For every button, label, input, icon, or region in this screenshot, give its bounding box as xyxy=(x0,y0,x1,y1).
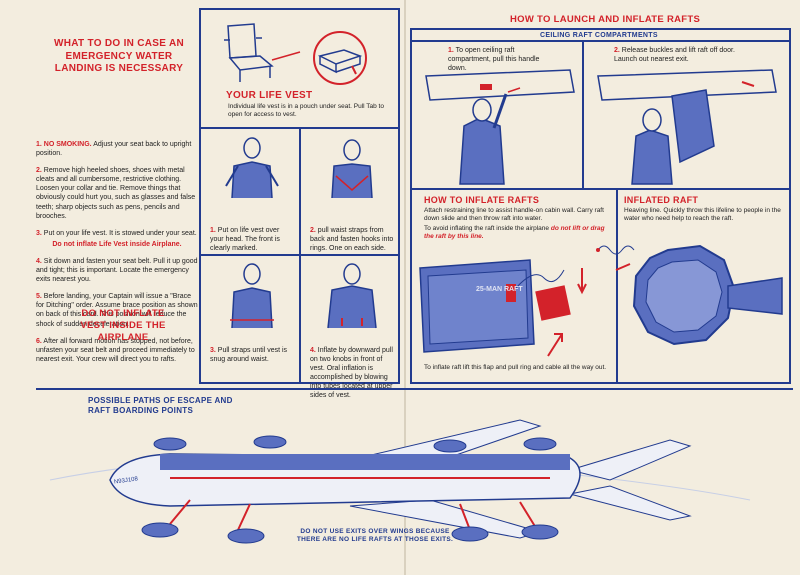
rafts-title: HOW TO LAUNCH AND INFLATE RAFTS xyxy=(510,14,701,25)
vest-figure-1 xyxy=(225,137,279,199)
center-fold xyxy=(404,0,406,575)
inflate-rafts-bottom: To inflate raft lift this flap and pull … xyxy=(424,364,607,371)
step-1: 1. NO SMOKING. Adjust your seat back to … xyxy=(36,141,192,158)
pointer-arrow-icon xyxy=(271,51,301,61)
inflate-rafts-avoid: To avoid inflating the raft inside the a… xyxy=(424,225,605,241)
left-heading: WHAT TO DO IN CASE AN EMERGENCY WATER LA… xyxy=(53,38,184,74)
inflate-rafts-title: HOW TO INFLATE RAFTS xyxy=(424,195,540,205)
step-4: 4. Sit down and fasten your seat belt. P… xyxy=(36,257,198,284)
raft-step-1: 1. To open ceiling raft compartment, pul… xyxy=(448,47,540,73)
raft-release-illustration xyxy=(597,69,777,185)
inflated-raft-illustration xyxy=(596,244,783,346)
raft-pack-label: 25-MAN RAFT xyxy=(476,286,523,293)
ceiling-handle-illustration xyxy=(425,69,575,185)
vest-step-2: 2. pull waist straps from back and faste… xyxy=(310,227,394,253)
step-5: 5. Before landing, your Captain will iss… xyxy=(36,293,198,328)
inflated-raft-text: Heaving line. Quickly throw this lifelin… xyxy=(624,207,781,223)
vest-figure-4 xyxy=(327,263,377,329)
step-6: 6. After all forward motion has stopped,… xyxy=(36,337,195,363)
aircraft-escape-diagram xyxy=(49,419,751,544)
step-3-warning: Do not inflate Life Vest inside Airplane… xyxy=(52,240,182,248)
step-3: 3. Put on your life vest. It is stowed u… xyxy=(36,229,197,248)
life-vest-desc: Individual life vest is in a pouch under… xyxy=(228,103,384,119)
step-list: 1. NO SMOKING. Adjust your seat back to … xyxy=(36,140,198,364)
vest-figure-3 xyxy=(230,263,274,329)
vest-step-3: 3. Pull straps until vest is snug around… xyxy=(210,347,288,364)
raft-panel xyxy=(410,28,791,384)
escape-title: POSSIBLE PATHS OF ESCAPE AND RAFT BOARDI… xyxy=(88,396,233,415)
raft-pack-illustration xyxy=(419,259,587,357)
vest-step-4: 4. Inflate by downward pull on two knobs… xyxy=(310,347,393,400)
inflate-rafts-text: Attach restraining line to assist handle… xyxy=(424,207,604,223)
step-2: 2. Remove high heeled shoes, shoes with … xyxy=(36,167,196,220)
ceiling-compartments-title: CEILING RAFT COMPARTMENTS xyxy=(540,32,658,39)
seat-illustration xyxy=(224,23,274,82)
vest-step-1: 1. Put on life vest over your head. The … xyxy=(210,227,280,253)
inflated-raft-title: INFLATED RAFT xyxy=(624,195,699,205)
over-wing-exit-note: DO NOT USE EXITS OVER WINGS BECAUSE THER… xyxy=(296,528,454,544)
vest-figure-2 xyxy=(331,139,373,199)
inflate-warning: DO NOT INFLATE VEST INSIDE THE AIRPLANE xyxy=(80,308,166,343)
raft-step-2: 2. Release buckles and lift raft off doo… xyxy=(614,47,735,64)
vest-pouch-illustration xyxy=(313,31,367,85)
life-vest-title: YOUR LIFE VEST xyxy=(226,90,313,101)
